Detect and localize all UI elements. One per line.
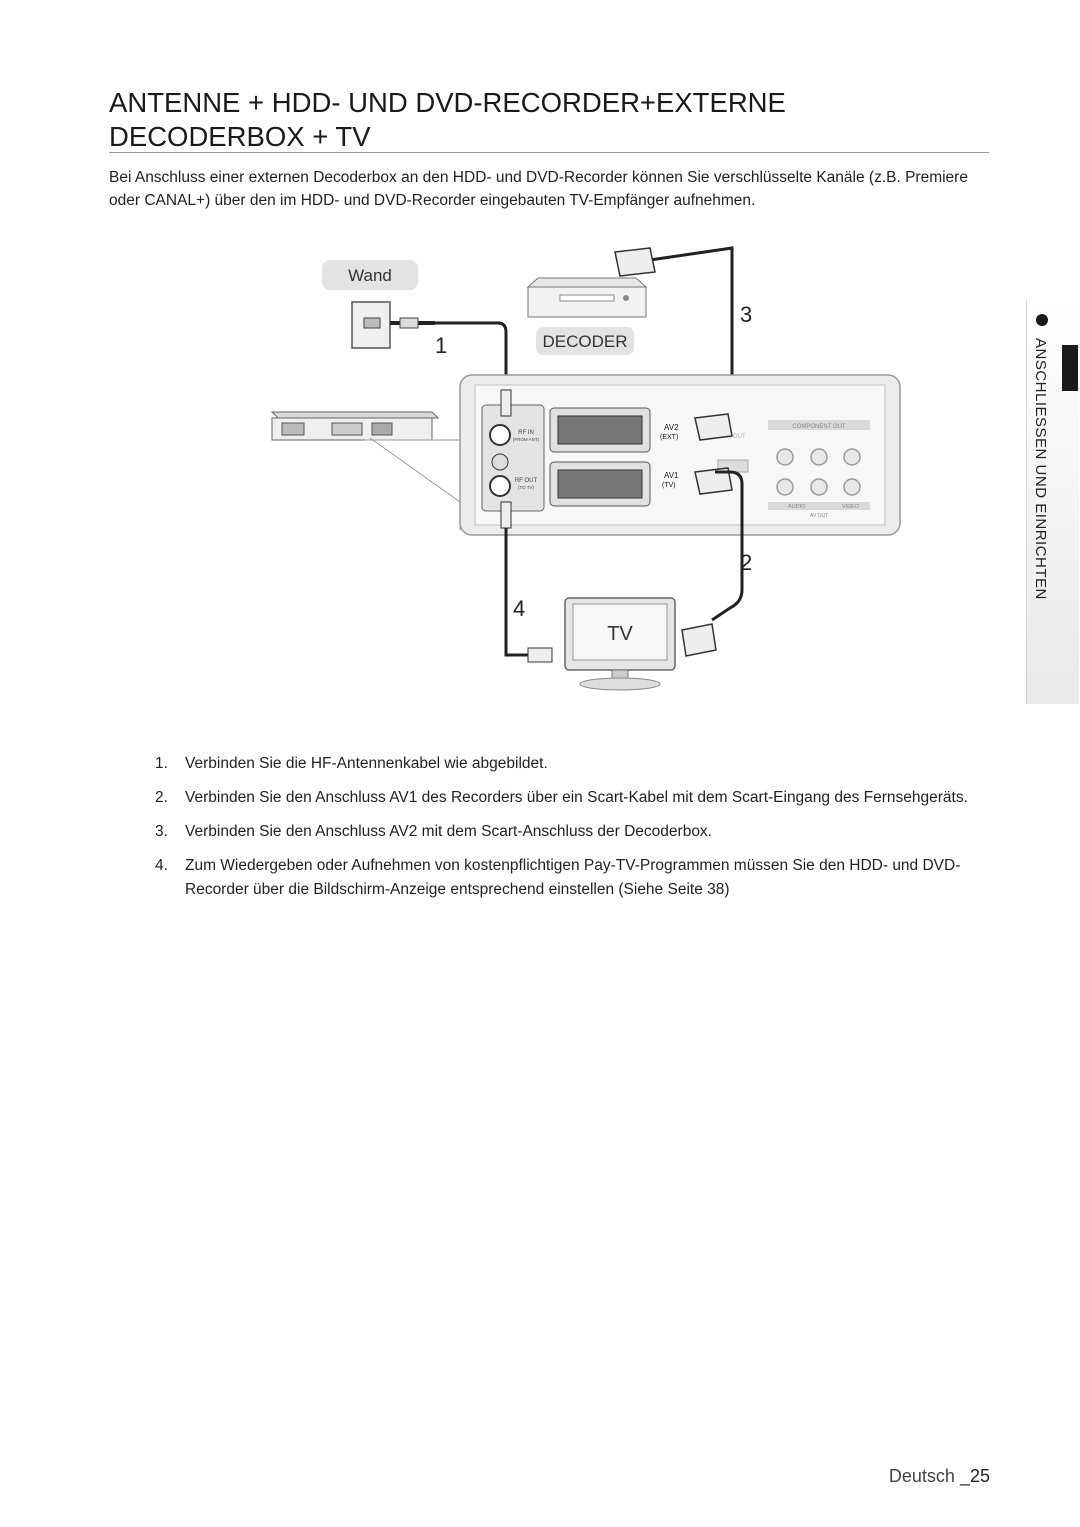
section-bullet-icon xyxy=(1036,314,1048,326)
page-title: ANTENNE + HDD- UND DVD-RECORDER+EXTERNE … xyxy=(109,87,786,152)
svg-text:RF OUT: RF OUT xyxy=(515,478,538,484)
callout-4: 4 xyxy=(513,596,525,621)
intro-paragraph: Bei Anschluss einer externen Decoderbox … xyxy=(109,169,968,209)
list-item: 4.Zum Wiedergeben oder Aufnehmen von kos… xyxy=(155,857,961,898)
section-label: ANSCHLIESSEN UND EINRICHTEN xyxy=(1032,338,1049,600)
scart-plug-top-icon xyxy=(614,247,656,277)
recorder-device-icon xyxy=(270,411,440,441)
wall-socket-icon xyxy=(351,301,391,349)
svg-text:HDMI OUT: HDMI OUT xyxy=(716,434,746,440)
connection-diagram: Wand 1 DECODER 3 xyxy=(270,246,901,691)
callout-1: 1 xyxy=(435,333,447,358)
svg-text:(TO TV): (TO TV) xyxy=(518,485,535,490)
list-item: 3.Verbinden Sie den Anschluss AV2 mit de… xyxy=(155,823,712,840)
scart-plug-tv-icon xyxy=(681,623,717,657)
section-marker xyxy=(1062,345,1078,391)
footer-language: Deutsch xyxy=(888,1466,955,1486)
page-number: _25 xyxy=(959,1466,990,1486)
callout-2: 2 xyxy=(740,550,752,575)
scart-plug-av1-icon xyxy=(694,467,733,495)
svg-text:AV OUT: AV OUT xyxy=(810,513,828,519)
title-divider xyxy=(109,152,989,153)
svg-text:COMPONENT OUT: COMPONENT OUT xyxy=(792,424,846,430)
svg-text:AV1: AV1 xyxy=(664,471,679,480)
tv-icon: TV xyxy=(564,597,676,691)
instruction-list: 1.Verbinden Sie die HF-Antennenkabel wie… xyxy=(155,752,975,912)
decoder-label: DECODER xyxy=(536,327,634,355)
svg-text:RF IN: RF IN xyxy=(518,430,534,436)
scart-plug-av2-icon xyxy=(694,413,733,441)
recorder-rear-panel: RF IN (FROM ANT) RF OUT (TO TV) AV2 (EXT… xyxy=(459,374,901,536)
svg-text:AUDIO: AUDIO xyxy=(788,504,806,510)
svg-text:Wand: Wand xyxy=(348,266,392,285)
wall-label: Wand xyxy=(322,260,418,290)
list-item: 2.Verbinden Sie den Anschluss AV1 des Re… xyxy=(155,789,968,806)
page-footer: Deutsch _25 xyxy=(889,1466,990,1487)
list-item: 1.Verbinden Sie die HF-Antennenkabel wie… xyxy=(155,755,548,772)
callout-3: 3 xyxy=(740,302,752,327)
svg-text:TV: TV xyxy=(607,623,633,645)
svg-text:(FROM ANT): (FROM ANT) xyxy=(513,437,540,442)
svg-text:VIDEO: VIDEO xyxy=(842,504,860,510)
svg-text:AV2: AV2 xyxy=(664,423,679,432)
tv-antenna-plug-icon xyxy=(527,647,553,663)
decoder-box-icon xyxy=(526,277,648,318)
svg-text:(EXT): (EXT) xyxy=(660,434,678,441)
svg-text:(TV): (TV) xyxy=(662,482,676,489)
svg-text:DECODER: DECODER xyxy=(542,332,627,351)
